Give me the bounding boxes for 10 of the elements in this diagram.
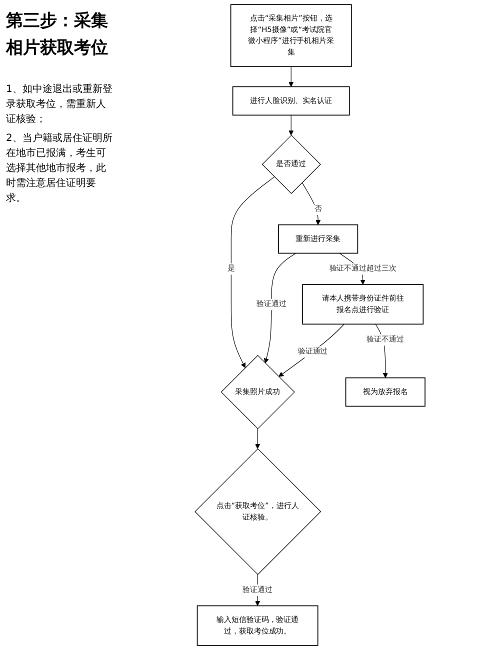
arrow [302,182,321,226]
title: 第三步：采集相片获取考位 [6,10,109,60]
arrow [288,66,294,87]
arrow [264,252,296,364]
note-text: 1、如中途退出或重新登录获取考位，需重新人证核验； [6,82,114,128]
arrow [230,176,275,368]
arrow [255,428,260,449]
note-text: 2、当户籍或居住证明所在地市已报满，考生可选择其他地市报考，此时需注意居住证明要求。 [6,132,114,206]
arrow [288,114,294,136]
arrow [278,324,344,377]
